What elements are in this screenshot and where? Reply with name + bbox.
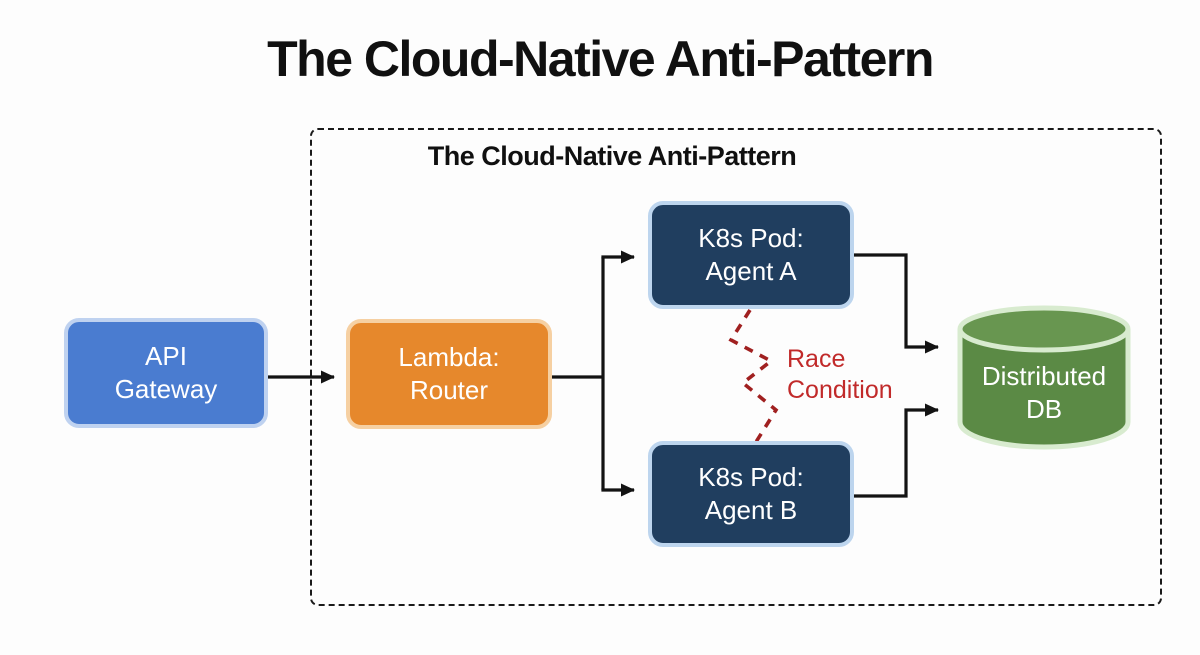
node-api-gateway: API Gateway [64, 318, 268, 428]
node-k8s-pod-agent-b-label: K8s Pod: Agent B [698, 462, 804, 525]
node-k8s-pod-agent-a: K8s Pod: Agent A [648, 201, 854, 309]
node-distributed-db: Distributed DB [955, 302, 1133, 452]
node-api-gateway-label: API Gateway [114, 341, 218, 404]
node-k8s-pod-agent-a-label: K8s Pod: Agent A [698, 223, 804, 286]
group-title: The Cloud-Native Anti-Pattern [427, 141, 797, 171]
node-k8s-pod-agent-b: K8s Pod: Agent B [648, 441, 854, 547]
race-condition-label: Race Condition [787, 345, 893, 404]
database-cylinder-icon [957, 305, 1131, 450]
page-title: The Cloud-Native Anti-Pattern [267, 31, 934, 87]
node-lambda-router-label: Lambda: Router [398, 342, 500, 405]
node-lambda-router: Lambda: Router [346, 319, 552, 429]
anti-pattern-group-border [310, 128, 1162, 606]
node-distributed-db-label: Distributed DB [981, 361, 1107, 424]
